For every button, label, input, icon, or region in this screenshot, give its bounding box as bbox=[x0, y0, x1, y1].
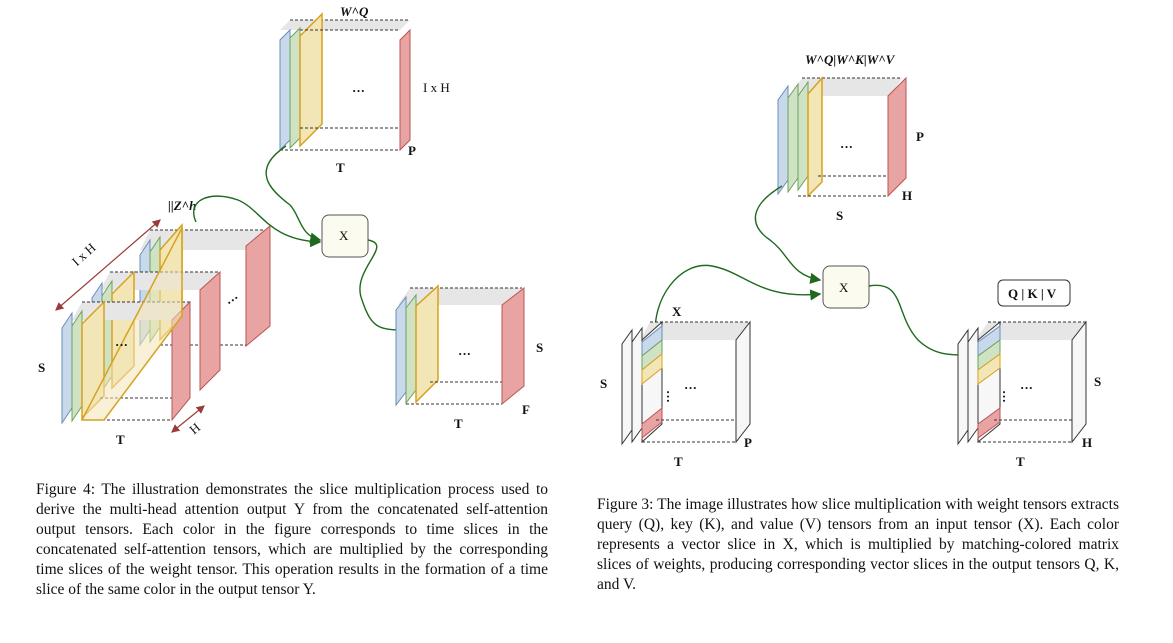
fig3-x-input-label: X bbox=[672, 304, 682, 319]
fig4-h-dimension-arrow bbox=[171, 405, 205, 433]
fig4-h-label: H bbox=[186, 420, 203, 438]
fig4-f-out-label: F bbox=[522, 402, 530, 417]
fig4-weight-tensor bbox=[279, 12, 411, 152]
fig3-multiply-label: X bbox=[839, 280, 849, 295]
fig3-multiply-box bbox=[822, 265, 870, 309]
fig4-arrow-input-to-mult bbox=[193, 195, 322, 248]
fig3-output-tensor bbox=[957, 320, 1087, 446]
fig4-weight-dots: ··· bbox=[352, 83, 365, 98]
fig4-arrow-weight-to-mult bbox=[265, 145, 322, 244]
fig3-qkv-label: Q | K | V bbox=[1008, 286, 1057, 301]
fig3-t-output-label: T bbox=[1016, 454, 1025, 469]
fig3-output-vertical-dots: ··· bbox=[997, 390, 1012, 403]
fig4-s-left-label: S bbox=[38, 360, 45, 375]
fig4-p-top-label: P bbox=[408, 143, 416, 158]
fig3-qkv-box bbox=[997, 279, 1071, 307]
fig3-input-tensor bbox=[621, 320, 751, 446]
fig3-weight-tensor bbox=[777, 76, 907, 198]
fig4-t-left-label: T bbox=[116, 432, 125, 447]
fig4-multiply-label: X bbox=[339, 228, 349, 243]
fig3-s-input-label: S bbox=[600, 376, 607, 391]
fig4-caption: Figure 4: The illustration demonstrates … bbox=[36, 481, 548, 598]
fig4-t-top-label: T bbox=[336, 160, 345, 175]
fig3-weight-dots: ··· bbox=[840, 139, 853, 154]
fig3-arrow-input-to-mult bbox=[654, 264, 822, 341]
fig3-output-dots: ··· bbox=[1020, 380, 1033, 395]
fig4-output-tensor bbox=[395, 284, 525, 407]
fig4-front-dots: ··· bbox=[115, 337, 128, 352]
fig4-ixh-top-label: I x H bbox=[423, 80, 450, 95]
fig4-wq-label: W^Q bbox=[340, 4, 369, 19]
fig3-t-input-label: T bbox=[674, 454, 683, 469]
fig3-arrow-weight-to-mult bbox=[754, 185, 822, 284]
fig3-h-top-label: H bbox=[902, 188, 912, 203]
fig4-output-dots: ··· bbox=[458, 346, 471, 361]
fig4-arrow-mult-to-output bbox=[359, 239, 412, 336]
fig3-caption: Figure 3: The image illustrates how slic… bbox=[597, 496, 1119, 593]
fig3-arrow-mult-to-output bbox=[868, 284, 977, 361]
fig3-s-top-label: S bbox=[836, 208, 843, 223]
fig3-p-input-label: P bbox=[744, 435, 752, 450]
fig3-input-dots: ··· bbox=[684, 380, 697, 395]
fig4-t-out-label: T bbox=[454, 416, 463, 431]
fig3-h-output-label: H bbox=[1082, 435, 1092, 450]
fig4-ixh-dimension-arrow bbox=[55, 219, 161, 311]
fig4-multiply-box bbox=[321, 214, 369, 258]
fig4-ixh-diag-label: I x H bbox=[69, 240, 99, 269]
fig3-wqkv-label: W^Q|W^K|W^V bbox=[805, 52, 896, 67]
fig4-middle-dots: ··· bbox=[223, 290, 242, 310]
fig4-zh-label: ||Z^h bbox=[168, 198, 196, 213]
fig4-s-out-label: S bbox=[536, 340, 543, 355]
fig3-p-top-label: P bbox=[916, 129, 924, 144]
fig3-s-output-label: S bbox=[1094, 374, 1101, 389]
fig3-input-vertical-dots: ··· bbox=[661, 390, 676, 403]
